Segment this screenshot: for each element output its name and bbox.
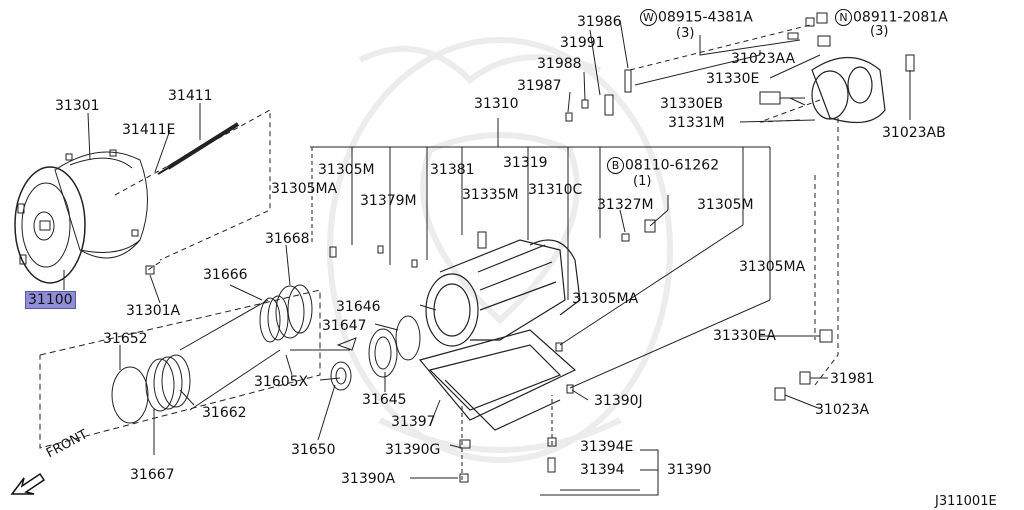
part-31390A[interactable]: 31390A — [341, 471, 396, 487]
part-31023AA[interactable]: 31023AA — [731, 51, 796, 67]
part-31662[interactable]: 31662 — [202, 405, 247, 421]
input-shaft — [157, 122, 240, 175]
part-31397[interactable]: 31397 — [391, 414, 436, 430]
part-31305MA-mid[interactable]: 31305MA — [572, 291, 639, 307]
diagram-id: J311001E — [935, 494, 997, 509]
part-31411E[interactable]: 31411E — [122, 122, 176, 138]
part-31330EB[interactable]: 31330EB — [660, 96, 723, 112]
part-31667[interactable]: 31667 — [130, 467, 175, 483]
small-fasteners — [145, 12, 915, 483]
part-31605X[interactable]: 31605X — [254, 374, 309, 390]
part-31023A[interactable]: 31023A — [815, 402, 870, 418]
part-31411[interactable]: 31411 — [168, 88, 213, 104]
part-31991[interactable]: 31991 — [560, 35, 605, 51]
part-31390[interactable]: 31390 — [667, 462, 712, 478]
transmission-case — [418, 239, 581, 431]
part-31310[interactable]: 31310 — [474, 96, 519, 112]
part-31305MA-top[interactable]: 31305MA — [271, 181, 338, 197]
b-part-number: 08110-61262 — [625, 157, 720, 174]
torque-converter — [14, 166, 86, 284]
part-31301A[interactable]: 31301A — [126, 303, 181, 319]
part-31305M-right[interactable]: 31305M — [697, 197, 754, 213]
oil-pump-parts — [330, 315, 421, 391]
converter-housing — [54, 149, 148, 259]
n-symbol-icon: N — [835, 9, 852, 26]
part-31650[interactable]: 31650 — [291, 442, 336, 458]
part-31305MA-right[interactable]: 31305MA — [739, 259, 806, 275]
front-arrow-icon — [10, 472, 46, 495]
part-31379M[interactable]: 31379M — [360, 193, 417, 209]
rear-extension — [811, 57, 886, 124]
b-qty: (1) — [633, 174, 652, 189]
part-31301[interactable]: 31301 — [55, 98, 100, 114]
part-31319[interactable]: 31319 — [503, 155, 548, 171]
part-31023AB[interactable]: 31023AB — [882, 125, 946, 141]
part-31394[interactable]: 31394 — [580, 462, 625, 478]
part-31394E[interactable]: 31394E — [580, 439, 634, 455]
part-31100-highlighted[interactable]: 31100 — [25, 291, 76, 309]
part-31390G[interactable]: 31390G — [385, 442, 441, 458]
part-31310C[interactable]: 31310C — [528, 182, 583, 198]
part-31666[interactable]: 31666 — [203, 267, 248, 283]
part-31645[interactable]: 31645 — [362, 392, 407, 408]
part-31331M[interactable]: 31331M — [668, 115, 725, 131]
part-31647[interactable]: 31647 — [322, 318, 367, 334]
n-qty: (3) — [870, 24, 889, 39]
part-31652[interactable]: 31652 — [103, 331, 148, 347]
part-31988[interactable]: 31988 — [537, 56, 582, 72]
w-qty: (3) — [676, 26, 695, 41]
w-part-number: 08915-4381A — [658, 9, 753, 26]
part-31646[interactable]: 31646 — [336, 299, 381, 315]
part-31335M[interactable]: 31335M — [462, 187, 519, 203]
part-31381[interactable]: 31381 — [430, 162, 475, 178]
part-31981[interactable]: 31981 — [830, 371, 875, 387]
part-31305M-left[interactable]: 31305M — [318, 162, 375, 178]
w-symbol-icon: W — [640, 9, 657, 26]
part-31986[interactable]: 31986 — [577, 14, 622, 30]
b-symbol-icon: B — [607, 157, 624, 174]
clutch-plates — [111, 284, 313, 424]
part-31330EA[interactable]: 31330EA — [713, 328, 776, 344]
part-31327M[interactable]: 31327M — [597, 197, 654, 213]
part-31668[interactable]: 31668 — [265, 231, 310, 247]
part-31390J[interactable]: 31390J — [594, 393, 643, 409]
part-31987[interactable]: 31987 — [517, 78, 562, 94]
n-part-number: 08911-2081A — [853, 9, 948, 26]
part-31330E[interactable]: 31330E — [706, 71, 760, 87]
